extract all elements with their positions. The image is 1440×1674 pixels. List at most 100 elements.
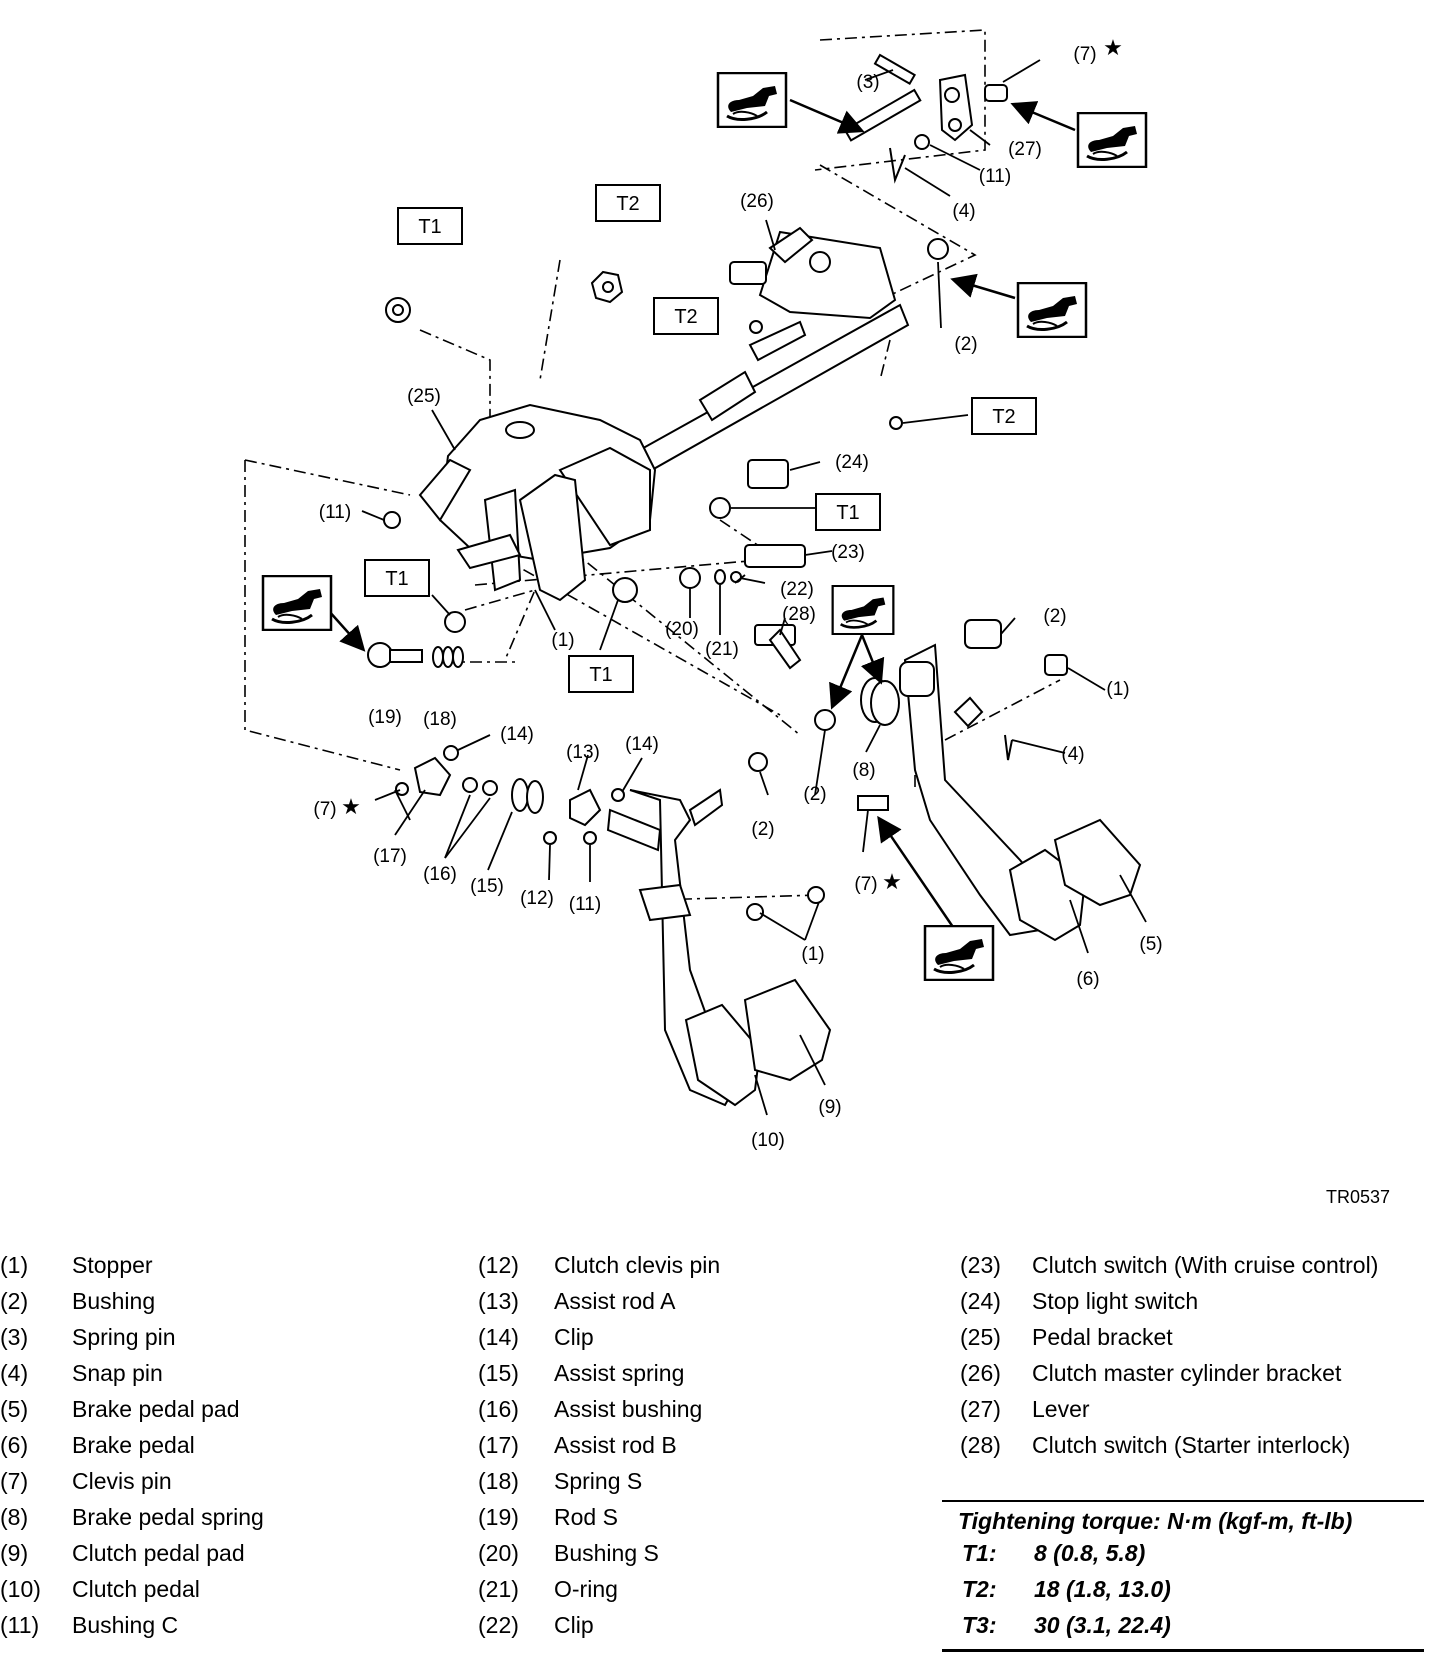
legend-num: (20) [478, 1540, 519, 1566]
legend-item: (13) Assist rod A [478, 1283, 720, 1319]
torque-key: T2: [962, 1576, 997, 1602]
legend-item: (4) Snap pin [0, 1355, 264, 1391]
torque-value: 8 (0.8, 5.8) [1034, 1540, 1146, 1566]
legend-item: (17) Assist rod B [478, 1427, 720, 1463]
legend-name: Clutch pedal pad [72, 1540, 245, 1566]
torque-row: T1: 8 (0.8, 5.8) [942, 1535, 1424, 1571]
legend-item: (27)Lever [960, 1391, 1378, 1427]
callout-2a: (2) [954, 334, 977, 355]
legend-name: Assist spring [554, 1360, 685, 1386]
callout-14a: (14) [500, 724, 534, 745]
torque-key: T1: [962, 1540, 997, 1566]
star-mark: ★ [882, 869, 902, 894]
legend-num: (17) [478, 1432, 519, 1458]
legend-item: (18) Spring S [478, 1463, 720, 1499]
torque-row: T2: 18 (1.8, 13.0) [942, 1571, 1424, 1607]
legend-item: (8)Brake pedal spring [0, 1499, 264, 1535]
legend-item: (21)O-ring [478, 1571, 720, 1607]
legend-num: (13) [478, 1288, 519, 1314]
legend-item: (7) Clevis pin [0, 1463, 264, 1499]
callout-2c: (2) [803, 784, 826, 805]
torque-key: T3: [962, 1612, 997, 1638]
legend-item: (25)Pedal bracket [960, 1319, 1378, 1355]
legend-item: (16)Assist bushing [478, 1391, 720, 1427]
legend-item: (1)Stopper [0, 1247, 264, 1283]
legend-num: (18) [478, 1468, 519, 1494]
legend-item: (12)Clutch clevis pin [478, 1247, 720, 1283]
legend-item: (20)Bushing S [478, 1535, 720, 1571]
legend-name: Clutch master cylinder bracket [1032, 1360, 1342, 1386]
legend-name: Assist rod A [554, 1288, 676, 1314]
legend-num: (2) [0, 1288, 29, 1314]
callout-1c: (1) [801, 944, 824, 965]
legend-name: Assist bushing [554, 1396, 703, 1422]
callout-5: (5) [1139, 934, 1162, 955]
legend-num: (10) [0, 1576, 41, 1602]
legend-num: (5) [0, 1396, 29, 1422]
legend-column-1: (1)Stopper (2)Bushing (3)Spring pin (4) S… [0, 1247, 264, 1643]
legend-name: Clevis pin [72, 1468, 172, 1494]
callout-21: (21) [705, 639, 739, 660]
legend-num: (15) [478, 1360, 519, 1386]
legend-item: (19) Rod S [478, 1499, 720, 1535]
torque-box-t2-a: T2 [616, 193, 639, 215]
legend-name: Clutch switch (Starter interlock) [1032, 1432, 1351, 1458]
callout-4b: (4) [1061, 744, 1084, 765]
legend-name: Spring S [554, 1468, 643, 1494]
legend-num: (4) [0, 1360, 29, 1386]
legend-name: Rod S [554, 1504, 618, 1530]
legend-item: (23)Clutch switch (With cruise control) [960, 1247, 1378, 1283]
legend-name: Assist rod B [554, 1432, 677, 1458]
pedal-assembly-diagram: T1 T2 T2 T2 T1 T1 T1 (3) (7) ★ (27) (11)… [244, 29, 1163, 1151]
legend-num: (21) [478, 1576, 519, 1602]
callout-10: (10) [751, 1130, 785, 1151]
legend-item: (2)Bushing [0, 1283, 264, 1319]
legend-name: Brake pedal [72, 1432, 195, 1458]
callout-13: (13) [566, 742, 600, 763]
legend-item: (24)Stop light switch [960, 1283, 1378, 1319]
callout-6: (6) [1076, 969, 1099, 990]
torque-row: T3:30 (3.1, 22.4) [942, 1607, 1424, 1643]
callout-19: (19) [368, 707, 402, 728]
legend-item: (26)Clutch master cylinder bracket [960, 1355, 1378, 1391]
legend-item: (22)Clip [478, 1607, 720, 1643]
divider [942, 1649, 1424, 1652]
callout-27: (27) [1008, 139, 1042, 160]
figure-code: TR0537 [1325, 1187, 1390, 1207]
callout-28: (28) [782, 604, 816, 625]
legend-item: (28)Clutch switch (Starter interlock) [960, 1427, 1378, 1463]
callout-14b: (14) [625, 734, 659, 755]
legend-column-3: (23)Clutch switch (With cruise control) … [960, 1247, 1378, 1463]
callout-4a: (4) [952, 201, 975, 222]
torque-box-t1-b: T1 [836, 502, 859, 524]
callout-24: (24) [835, 452, 869, 473]
legend-item: (3)Spring pin [0, 1319, 264, 1355]
torque-table: Tightening torque: N·m (kgf-m, ft-lb) T1… [942, 1500, 1424, 1652]
legend-name: Snap pin [72, 1360, 163, 1386]
callout-3: (3) [856, 72, 879, 93]
legend-item: (5)Brake pedal pad [0, 1391, 264, 1427]
callout-12: (12) [520, 888, 554, 909]
legend-name: Clutch clevis pin [554, 1252, 721, 1278]
callout-15: (15) [470, 876, 504, 897]
callout-1b: (1) [1106, 679, 1129, 700]
legend-name: Lever [1032, 1396, 1090, 1422]
legend-num: (9) [0, 1540, 29, 1566]
torque-value: 18 (1.8, 13.0) [1034, 1576, 1171, 1602]
callout-7a: (7) [1073, 44, 1096, 65]
legend-num: (19) [478, 1504, 519, 1530]
legend-name: Stopper [72, 1252, 153, 1278]
legend-num: (7) [0, 1468, 29, 1494]
torque-box-t2-c: T2 [992, 406, 1015, 428]
legend-num: (8) [0, 1504, 29, 1530]
callout-8: (8) [852, 760, 875, 781]
legend-name: Pedal bracket [1032, 1324, 1173, 1350]
legend-item: (9) Clutch pedal pad [0, 1535, 264, 1571]
callout-25: (25) [407, 386, 441, 407]
callout-23: (23) [831, 542, 865, 563]
callout-7c: (7) [854, 874, 877, 895]
legend-name: Bushing C [72, 1612, 179, 1638]
legend-num: (14) [478, 1324, 519, 1350]
callout-11a: (11) [979, 166, 1011, 187]
legend-num: (11) [0, 1612, 40, 1638]
